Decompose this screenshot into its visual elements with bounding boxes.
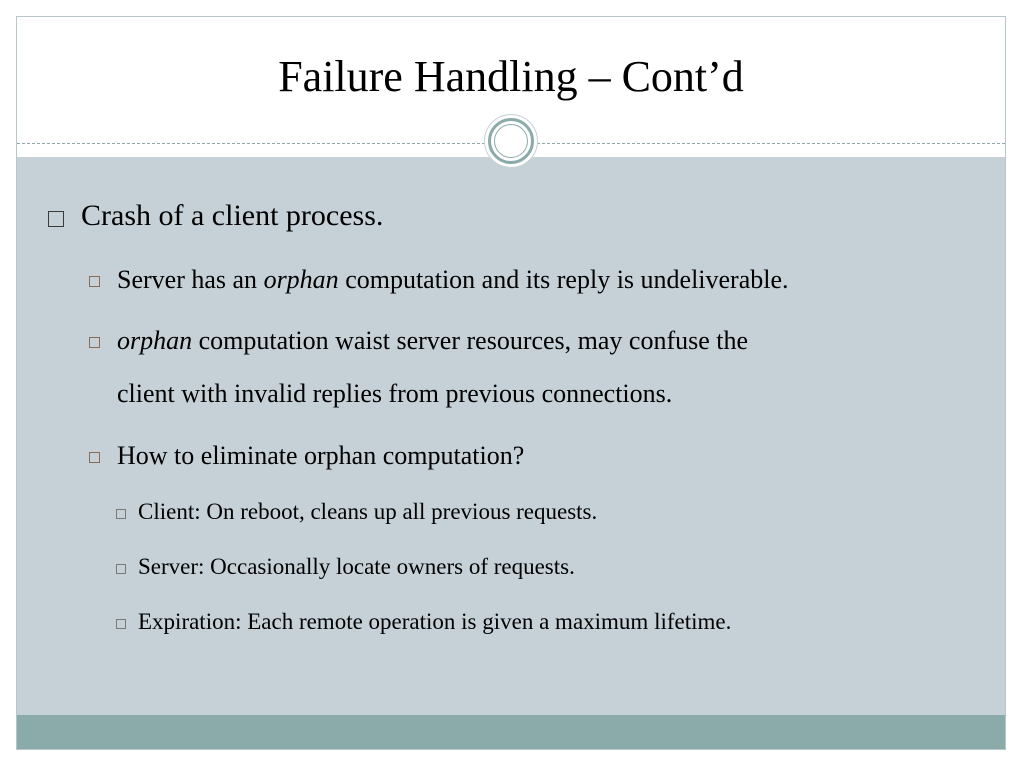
bullet-level2-orphan-reply: Server has an orphan computation and its… [89,253,789,306]
bullet-level2-eliminate: How to eliminate orphan computation? [89,429,525,482]
bullet-text-italic: orphan [263,265,339,294]
footer-band [17,715,1005,749]
bullet-level3-expiration: Expiration: Each remote operation is giv… [116,609,732,635]
bullet-level1: Crash of a client process. [48,199,384,233]
bullet-list: Crash of a client process. Server has an… [17,157,1005,715]
bullet-text: Expiration: Each remote operation is giv… [138,609,732,634]
square-bullet-icon [116,509,126,519]
bullet-level2-orphan-resources: orphan computation waist server resource… [89,314,749,420]
bullet-text: Client: On reboot, cleans up all previou… [138,499,598,524]
bullet-text-line1: computation waist server resources, may … [192,326,749,355]
bullet-text-italic: orphan [117,326,193,355]
square-bullet-icon [48,211,64,227]
bullet-text: How to eliminate orphan computation? [117,441,525,470]
square-bullet-icon [89,452,100,463]
content-area: Crash of a client process. Server has an… [17,157,1005,715]
bullet-text-line2: client with invalid replies from previou… [117,379,673,408]
square-bullet-icon [89,276,100,287]
square-bullet-icon [116,564,126,574]
slide: Failure Handling – Cont’d Crash of a cli… [16,16,1006,750]
slide-title: Failure Handling – Cont’d [278,52,744,101]
bullet-text-after: computation and its reply is undeliverab… [338,265,789,294]
circle-ornament-icon [484,114,538,168]
square-bullet-icon [116,619,126,629]
bullet-level3-server: Server: Occasionally locate owners of re… [116,554,575,580]
square-bullet-icon [89,337,100,348]
bullet-text: Server: Occasionally locate owners of re… [138,554,575,579]
bullet-text: Crash of a client process. [81,199,384,232]
bullet-level3-client: Client: On reboot, cleans up all previou… [116,499,598,525]
bullet-text-before: Server has an [117,265,264,294]
